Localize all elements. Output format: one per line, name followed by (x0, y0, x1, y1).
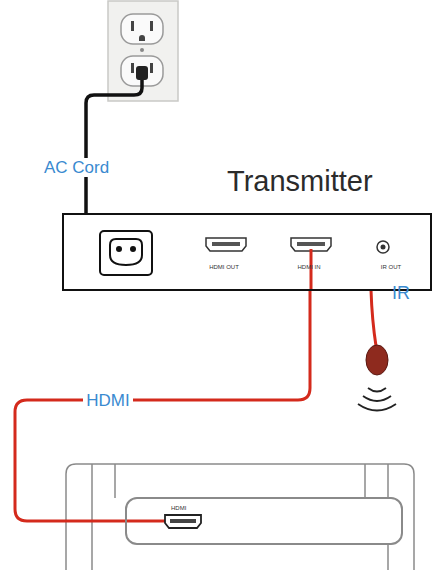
pin (116, 246, 122, 252)
hdmi-out-port (206, 238, 246, 251)
device-body (66, 464, 414, 570)
port-label: HDMI IN (298, 264, 321, 270)
ir-out-jack (377, 241, 389, 253)
port-label: IR OUT (381, 264, 401, 270)
cable-label: IR (392, 284, 410, 302)
ir-out-jack-hole (381, 245, 386, 250)
device-port (127, 499, 401, 543)
port-label: HDMI OUT (209, 264, 239, 270)
cord-label: AC Cord (42, 158, 111, 177)
pin (130, 246, 136, 252)
device-panel: HDMI (125, 497, 403, 545)
hdmi-cable (15, 291, 310, 521)
hdmi-cable-end (127, 520, 167, 523)
power-inlet-socket (110, 239, 142, 265)
cable-label: HDMI (83, 391, 132, 410)
port-label: HDMI (171, 505, 186, 511)
device-title: Transmitter (227, 167, 373, 196)
hdmi-in-port-slot (297, 242, 325, 246)
transmitter-box: Transmitter (62, 213, 432, 291)
power-inlet (100, 231, 152, 275)
transmitter-panel (64, 215, 430, 289)
ir-signal (358, 388, 396, 411)
hdmi-out-port-slot (212, 242, 240, 246)
ir-emitter (366, 345, 388, 375)
hdmi-port-slot (170, 519, 196, 523)
hdmi-port (165, 515, 201, 528)
